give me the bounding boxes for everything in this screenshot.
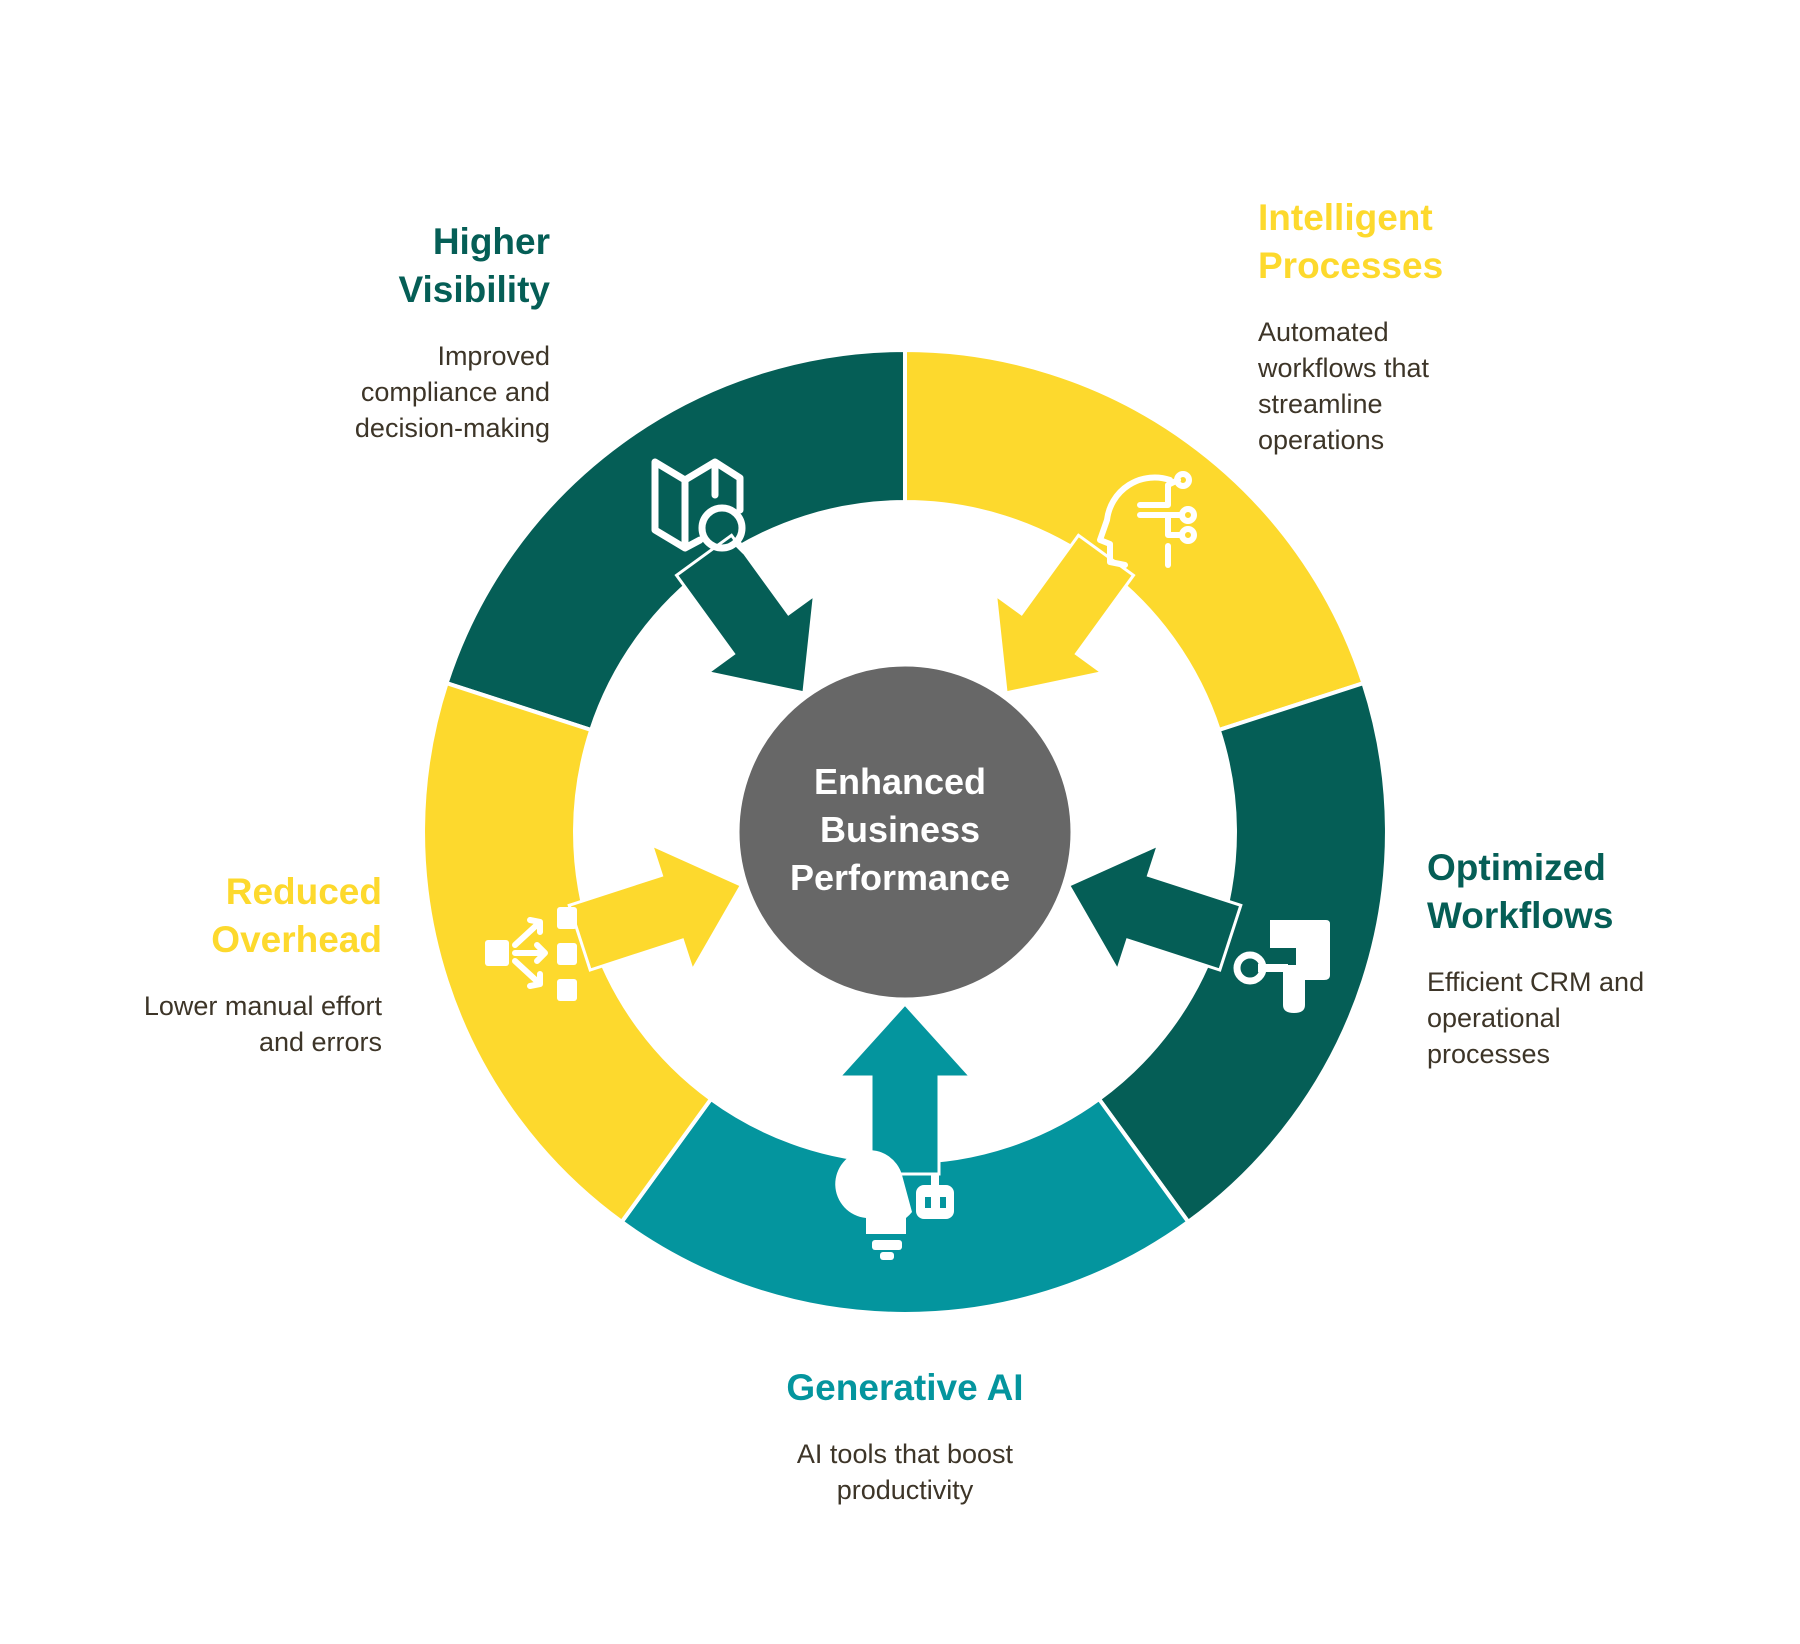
center-circle: [734, 661, 1076, 1003]
segment-intelligent-processes: [903, 347, 1366, 733]
title-optimized-workflows: Optimized Workflows: [1427, 847, 1614, 936]
segment-optimized-workflows: [1096, 680, 1389, 1225]
label-higher-visibility: Higher Visibility Improved compliance an…: [250, 218, 550, 446]
arrow-generative-ai: [835, 1001, 975, 1176]
arrow-optimized-workflows: [1066, 842, 1243, 975]
desc-intelligent-processes: Automated workflows that streamline oper…: [1258, 317, 1430, 455]
arrow-reduced-overhead: [567, 842, 744, 975]
center-label: Enhanced Business Performance: [789, 761, 1011, 898]
desc-reduced-overhead: Lower manual effort and errors: [143, 991, 382, 1057]
flow-distribution-icon: [485, 907, 577, 1001]
title-intelligent-processes: Intelligent Processes: [1258, 197, 1444, 286]
map-search-icon: [651, 458, 749, 555]
label-intelligent-processes: Intelligent Processes Automated workflow…: [1258, 194, 1598, 458]
label-reduced-overhead: Reduced Overhead Lower manual effort and…: [60, 868, 382, 1060]
label-generative-ai: Generative AI AI tools that boost produc…: [705, 1364, 1105, 1508]
workflow-path-icon: [1233, 920, 1330, 1013]
desc-higher-visibility: Improved compliance and decision-making: [354, 341, 550, 443]
title-reduced-overhead: Reduced Overhead: [211, 871, 382, 960]
lightbulb-robot-icon: [835, 1150, 954, 1260]
title-generative-ai: Generative AI: [786, 1367, 1024, 1408]
arrow-intelligent-processes: [993, 533, 1136, 695]
desc-optimized-workflows: Efficient CRM and operational processes: [1427, 967, 1645, 1069]
ai-head-icon: [1097, 471, 1197, 568]
desc-generative-ai: AI tools that boost productivity: [796, 1439, 1014, 1505]
title-higher-visibility: Higher Visibility: [398, 221, 551, 310]
label-optimized-workflows: Optimized Workflows Efficient CRM and op…: [1427, 844, 1787, 1072]
arrow-higher-visibility: [674, 533, 817, 695]
